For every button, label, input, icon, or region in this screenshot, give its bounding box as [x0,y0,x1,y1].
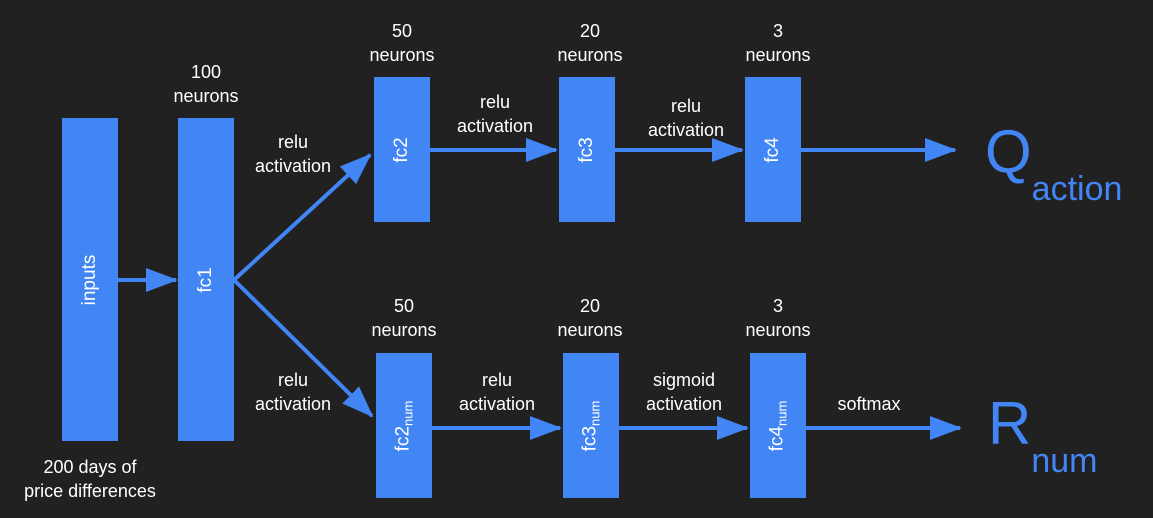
fc2-num-block: fc2num [376,353,432,498]
fc3-num-subscript: num [587,400,603,426]
fc4-num-block: fc4num [750,353,806,498]
inputs-label: inputs [79,254,100,305]
arrow-fc1-fc2 [232,153,372,282]
softmax-label: softmax [837,394,901,414]
inputs-block: inputs [62,118,118,441]
arrow-fc1-fc2num [232,278,374,418]
fc2-num-label: fc2num [392,400,416,451]
fc4-block: fc4 [745,77,801,222]
fc3-num-block: fc3num [563,353,619,498]
fc4-label: fc4 [762,136,783,163]
q-action-output: Qaction [985,118,1123,209]
fc2-num-subscript: num [400,400,416,426]
fc3-num-label: fc3num [579,400,603,451]
fc2-label: fc2 [391,136,412,163]
fc4-num-label: fc4num [766,400,790,451]
fc2-block: fc2 [374,77,430,222]
fc1-block: fc1 [178,118,234,441]
fc1-label: fc1 [195,266,216,293]
fc3-block: fc3 [559,77,615,222]
r-num-output: Rnum [988,390,1098,481]
fc4-num-subscript: num [774,400,790,426]
fc3-label: fc3 [576,136,597,163]
